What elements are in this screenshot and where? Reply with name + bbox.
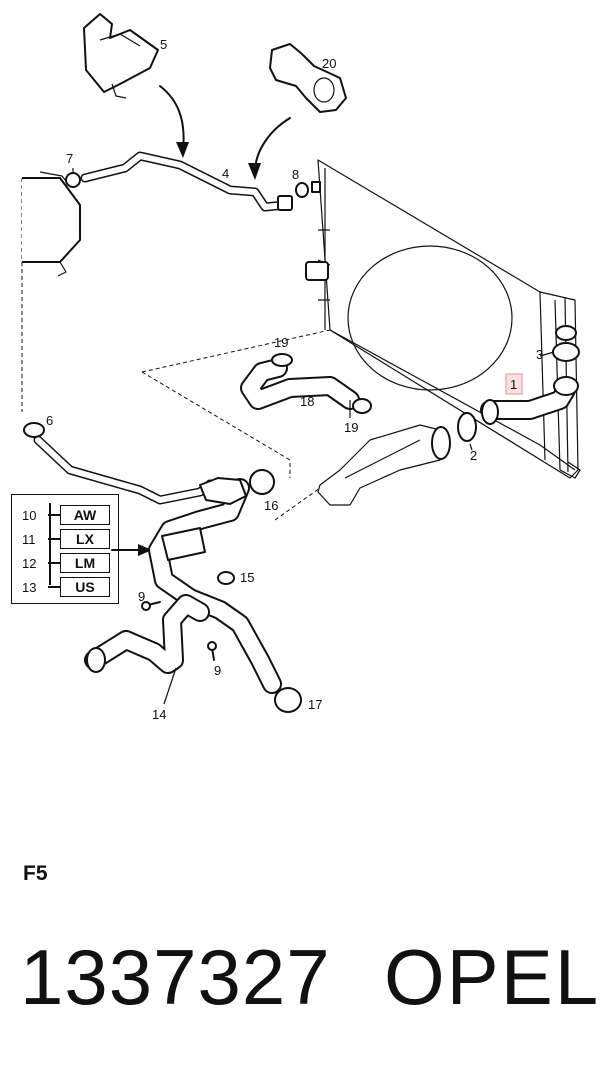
variant-number: 10: [22, 507, 37, 523]
callout-9-upper: 9: [138, 589, 145, 604]
callout-7: 7: [66, 151, 73, 166]
callout-1: 1: [510, 377, 517, 392]
callout-8: 8: [292, 167, 299, 182]
callout-14: 14: [152, 707, 166, 722]
callout-6: 6: [46, 413, 53, 428]
variant-tick: [48, 586, 60, 588]
variant-row: 10 AW: [22, 504, 110, 526]
bolt-9-upper: [141, 601, 161, 611]
callout-9-lower: 9: [214, 663, 221, 678]
callout-19-lower: 19: [344, 420, 358, 435]
callout-5: 5: [160, 37, 167, 52]
fitting-8: [311, 181, 321, 193]
lower-coolant-pipe: [317, 424, 451, 506]
variant-number: 13: [22, 579, 37, 595]
hose-6: [23, 422, 215, 505]
variant-row: 12 LM: [22, 552, 110, 574]
variant-bus-line: [49, 503, 51, 585]
main-hose-assembly: [148, 477, 282, 694]
variant-row: 13 US: [22, 576, 110, 598]
bracket-20: [269, 43, 347, 113]
variant-tick: [48, 538, 60, 540]
variant-number: 11: [22, 531, 36, 547]
clamp-17: [274, 687, 302, 713]
callout-2: 2: [470, 448, 477, 463]
leader-lines: [72, 168, 555, 705]
variant-code: AW: [60, 505, 110, 525]
hose-1: [480, 376, 579, 425]
callout-18: 18: [300, 394, 314, 409]
callout-16: 16: [264, 498, 278, 513]
clamp-7: [65, 172, 81, 188]
clamp-16: [249, 469, 275, 495]
variant-number: 12: [22, 555, 37, 571]
bolt-9-lower: [207, 641, 217, 661]
variant-table: 10 AW 11 LX 12 LM 13 US: [11, 494, 119, 604]
callout-20: 20: [322, 56, 336, 71]
cooling-hose-diagram: 1 2 3 4 5 6 7 8 9 9 14 15 16 17 18 19 19…: [21, 13, 581, 722]
page-code: F5: [23, 862, 48, 885]
part-number: 1337327: [20, 933, 331, 1021]
variant-code: LX: [60, 529, 110, 549]
clamp-8: [295, 182, 309, 198]
hose-14: [84, 594, 210, 674]
callout-4: 4: [222, 166, 229, 181]
clamp-3-ring: [555, 325, 577, 341]
callout-17: 17: [308, 697, 322, 712]
hose-18: [240, 353, 372, 414]
highlight-box-1: [505, 373, 523, 395]
variant-tick: [48, 562, 60, 564]
clamp-3: [552, 342, 580, 362]
variant-code: LM: [60, 553, 110, 573]
variant-row: 11 LX: [22, 528, 110, 550]
brand-name: OPEL: [384, 933, 600, 1021]
clamp-2: [457, 412, 477, 442]
variant-code: US: [60, 577, 110, 597]
pointer-arrows: [111, 85, 291, 556]
clip-5: [83, 13, 159, 99]
callout-15: 15: [240, 570, 254, 585]
clamp-15: [217, 571, 235, 585]
vent-hose-4: [80, 151, 293, 212]
callout-3: 3: [536, 347, 543, 362]
callout-19-upper: 19: [274, 335, 288, 350]
variant-tick: [48, 514, 60, 516]
